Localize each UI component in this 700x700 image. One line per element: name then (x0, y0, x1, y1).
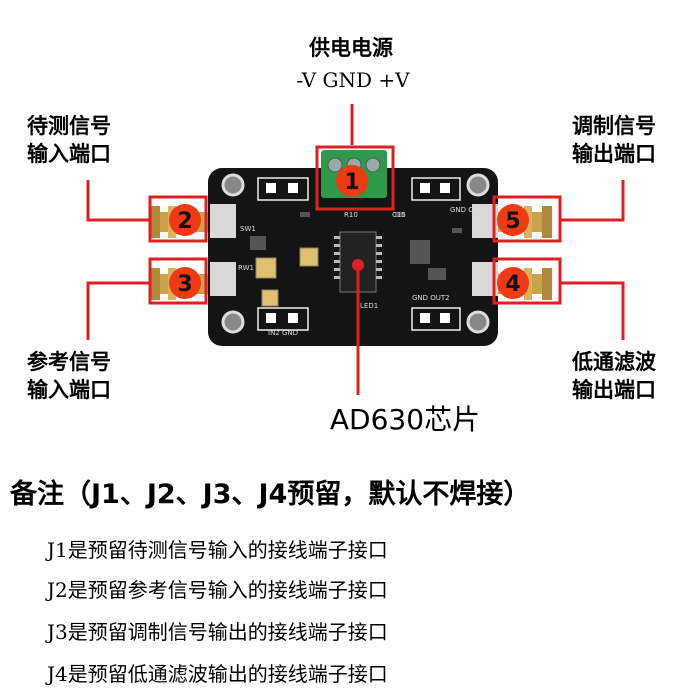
potentiometer (255, 247, 319, 307)
svg-text:3: 3 (177, 272, 192, 297)
power-pins-label: -V GND +V (296, 68, 410, 92)
mounting-hole-icon (221, 173, 490, 334)
modulated-output-label: 调制信号 输出端口 (572, 114, 656, 166)
svg-text:2: 2 (177, 209, 192, 234)
svg-text:C15: C15 (392, 211, 406, 219)
callout-lines (86, 104, 625, 395)
note-line-j4: J4是预留低通滤波输出的接线端子接口 (47, 662, 388, 686)
note-line-j3: J3是预留调制信号输出的接线端子接口 (47, 620, 388, 644)
board-diagram: SW1 RW1 GND OUT1 GND OUT2 IN2 GND R10 C1… (86, 104, 625, 395)
svg-text:SW1: SW1 (240, 225, 256, 233)
svg-text:IN2 GND: IN2 GND (268, 329, 298, 337)
note-line-j1: J1是预留待测信号输入的接线端子接口 (47, 538, 388, 562)
reference-input-label: 参考信号 输入端口 (27, 350, 111, 402)
chip-label: AD630芯片 (329, 403, 481, 436)
svg-text:R10: R10 (344, 211, 358, 219)
svg-text:LED1: LED1 (360, 302, 378, 310)
badge-1-icon: 1 (336, 165, 368, 197)
svg-text:5: 5 (505, 209, 520, 234)
badge-5-icon: 5 (497, 204, 529, 236)
j-footprints (257, 177, 461, 331)
chip-pointer-dot (352, 259, 364, 271)
svg-text:RW1: RW1 (238, 264, 254, 272)
power-supply-title: 供电电源 (309, 36, 393, 60)
badge-3-icon: 3 (169, 267, 201, 299)
svg-text:GND OUT1: GND OUT1 (450, 206, 488, 214)
svg-text:4: 4 (505, 272, 520, 297)
badge-2-icon: 2 (169, 204, 201, 236)
badge-4-icon: 4 (497, 267, 529, 299)
lowpass-output-label: 低通滤波 输出端口 (572, 350, 656, 402)
svg-text:GND OUT2: GND OUT2 (412, 294, 450, 302)
input-under-test-label: 待测信号 输入端口 (27, 114, 111, 166)
note-line-j2: J2是预留参考信号输入的接线端子接口 (47, 578, 388, 602)
svg-text:1: 1 (344, 170, 359, 195)
notes-title: 备注（J1、J2、J3、J4预留，默认不焊接） (10, 479, 531, 510)
